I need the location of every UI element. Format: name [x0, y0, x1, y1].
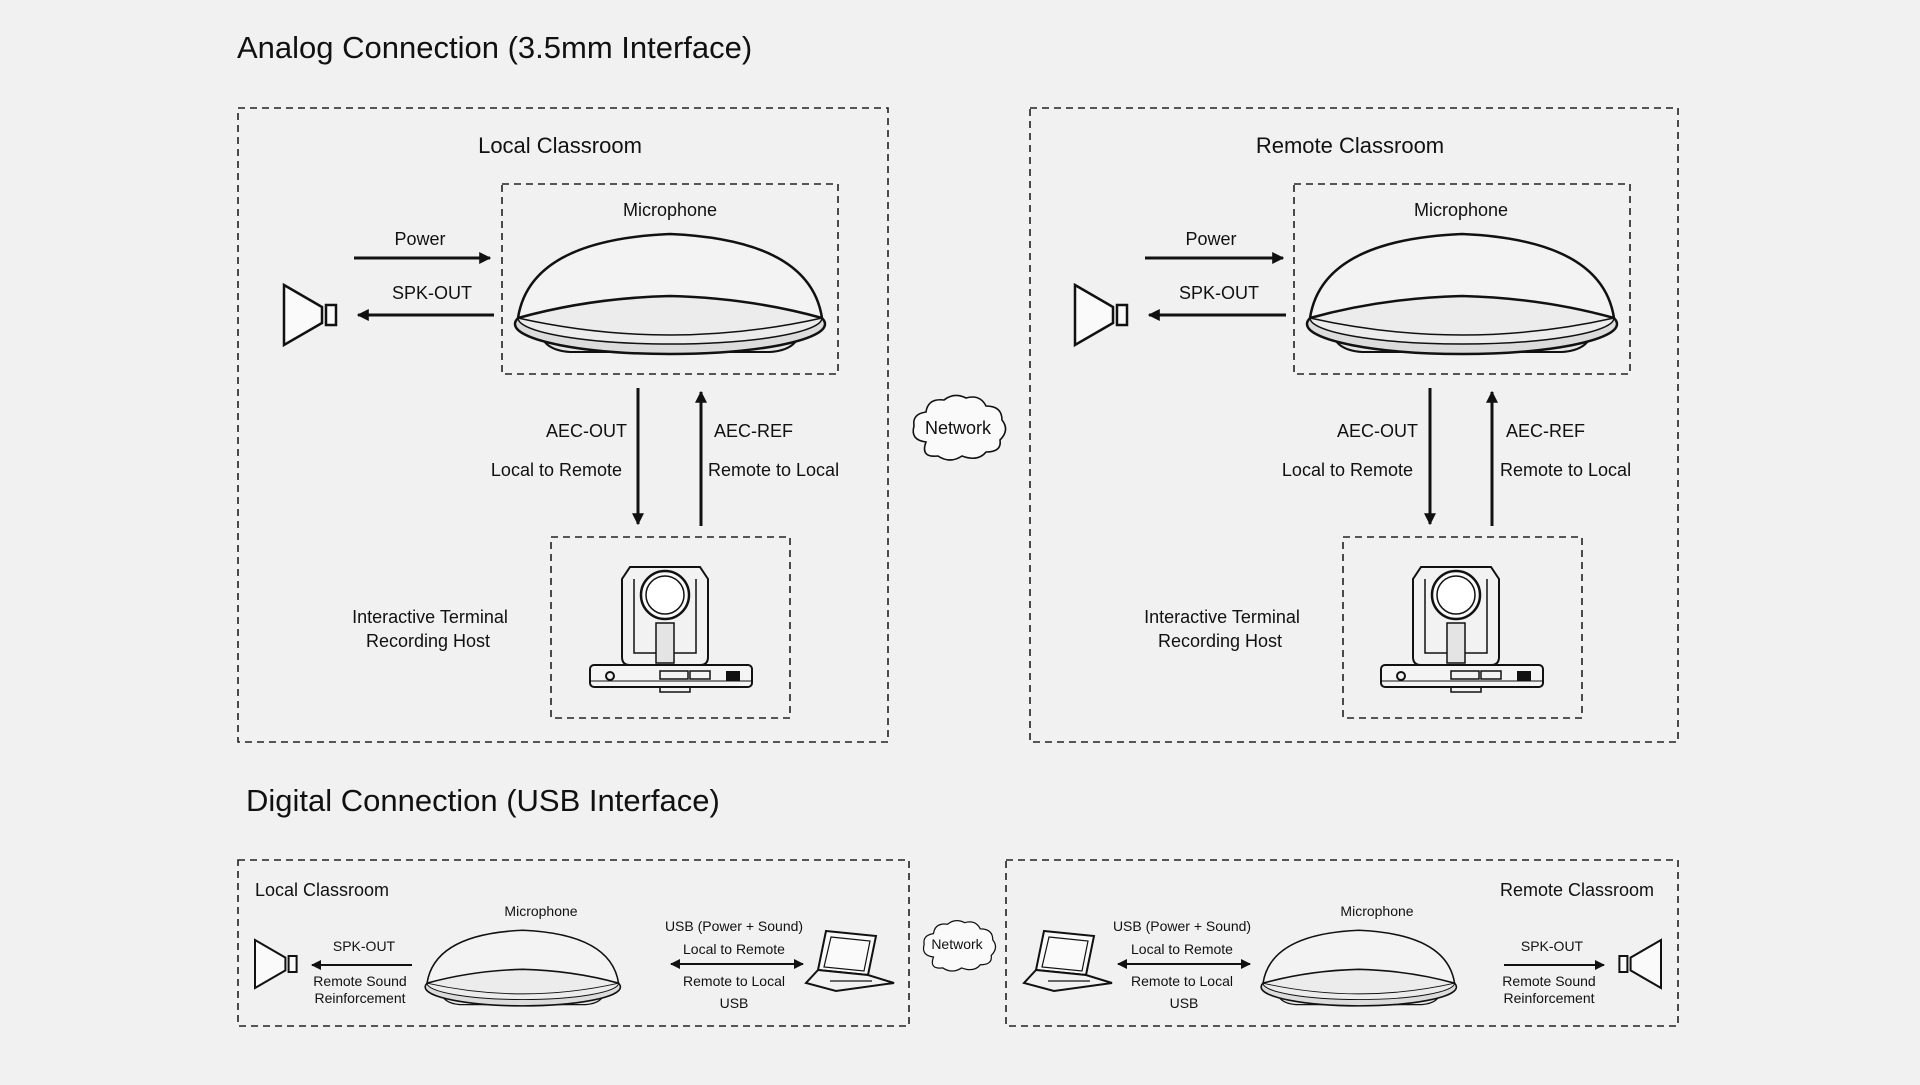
digital-local-usb-power: USB (Power + Sound): [665, 918, 803, 934]
analog-local-camera-icon: [588, 565, 754, 694]
analog-remote-camera-icon: [1379, 565, 1545, 694]
analog-local-aecout: AEC-OUT: [546, 421, 627, 441]
analog-remote-mic-icon: [1305, 232, 1619, 356]
digital-remote-reinf-line2: Reinforcement: [1503, 990, 1594, 1006]
digital-local-spk: SPK-OUT: [333, 938, 396, 954]
digital-remote-r2l: Remote to Local: [1131, 973, 1233, 989]
analog-local-mic-label: Microphone: [623, 200, 717, 220]
analog-local-spk: SPK-OUT: [392, 283, 472, 303]
digital-remote-spk: SPK-OUT: [1521, 938, 1584, 954]
analog-remote-power: Power: [1185, 229, 1236, 249]
digital-remote-usb: USB: [1170, 995, 1199, 1011]
analog-remote-host-box: [1342, 536, 1583, 719]
analog-local-speaker-icon: [282, 283, 338, 347]
analog-remote-aecref-sub: Remote to Local: [1500, 460, 1631, 480]
analog-remote-border: [1029, 107, 1679, 743]
analog-remote-aecout: AEC-OUT: [1337, 421, 1418, 441]
analog-remote-aecout-sub: Local to Remote: [1282, 460, 1413, 480]
analog-local-panel: Local Classroom Microphone Power SPK-OUT…: [237, 107, 889, 743]
digital-remote-border: [1005, 859, 1679, 1027]
digital-title: Digital Connection (USB Interface): [246, 783, 720, 818]
digital-local-border: [237, 859, 910, 1027]
analog-local-mic-icon: [513, 232, 827, 356]
analog-local-aecout-sub: Local to Remote: [491, 460, 622, 480]
analog-remote-host-line1: Interactive Terminal: [1144, 607, 1300, 627]
digital-local-panel: Local Classroom Microphone SPK-OUT Remot…: [237, 859, 910, 1027]
digital-remote-mic-icon: [1260, 929, 1458, 1007]
digital-local-laptop-icon: [805, 930, 895, 992]
digital-remote-mic-label: Microphone: [1340, 903, 1413, 919]
digital-local-speaker-icon: [253, 938, 298, 990]
analog-local-host-box: [550, 536, 791, 719]
analog-remote-panel: Remote Classroom Microphone Power SPK-OU…: [1029, 107, 1679, 743]
digital-local-title: Local Classroom: [255, 880, 389, 900]
digital-remote-laptop-icon: [1023, 930, 1113, 992]
digital-local-usb: USB: [720, 995, 749, 1011]
digital-local-l2r: Local to Remote: [683, 941, 785, 957]
analog-title: Analog Connection (3.5mm Interface): [237, 30, 752, 65]
analog-local-host-line1: Interactive Terminal: [352, 607, 508, 627]
analog-remote-mic-box: [1293, 183, 1631, 375]
analog-local-border: [237, 107, 889, 743]
digital-local-reinf-line2: Reinforcement: [314, 990, 405, 1006]
analog-local-aecref-sub: Remote to Local: [708, 460, 839, 480]
analog-local-aecref: AEC-REF: [714, 421, 793, 441]
digital-remote-panel: Remote Classroom USB (Power + Sound) Loc…: [1005, 859, 1679, 1027]
analog-local-title: Local Classroom: [478, 133, 642, 158]
analog-remote-title: Remote Classroom: [1256, 133, 1444, 158]
digital-remote-title: Remote Classroom: [1500, 880, 1654, 900]
digital-local-mic-icon: [424, 929, 622, 1007]
analog-remote-aecref: AEC-REF: [1506, 421, 1585, 441]
digital-local-r2l: Remote to Local: [683, 973, 785, 989]
analog-local-mic-box: [501, 183, 839, 375]
analog-local-power: Power: [394, 229, 445, 249]
digital-remote-speaker-icon: [1618, 938, 1663, 990]
analog-network-label: Network: [925, 418, 992, 438]
digital-remote-usb-power: USB (Power + Sound): [1113, 918, 1251, 934]
digital-local-mic-label: Microphone: [504, 903, 577, 919]
digital-remote-l2r: Local to Remote: [1131, 941, 1233, 957]
analog-remote-spk: SPK-OUT: [1179, 283, 1259, 303]
analog-remote-speaker-icon: [1073, 283, 1129, 347]
analog-remote-mic-label: Microphone: [1414, 200, 1508, 220]
analog-remote-host-line2: Recording Host: [1158, 631, 1282, 651]
analog-local-host-line2: Recording Host: [366, 631, 490, 651]
digital-remote-reinf-line1: Remote Sound: [1502, 973, 1595, 989]
digital-network-label: Network: [931, 936, 983, 952]
digital-local-reinf-line1: Remote Sound: [313, 973, 406, 989]
